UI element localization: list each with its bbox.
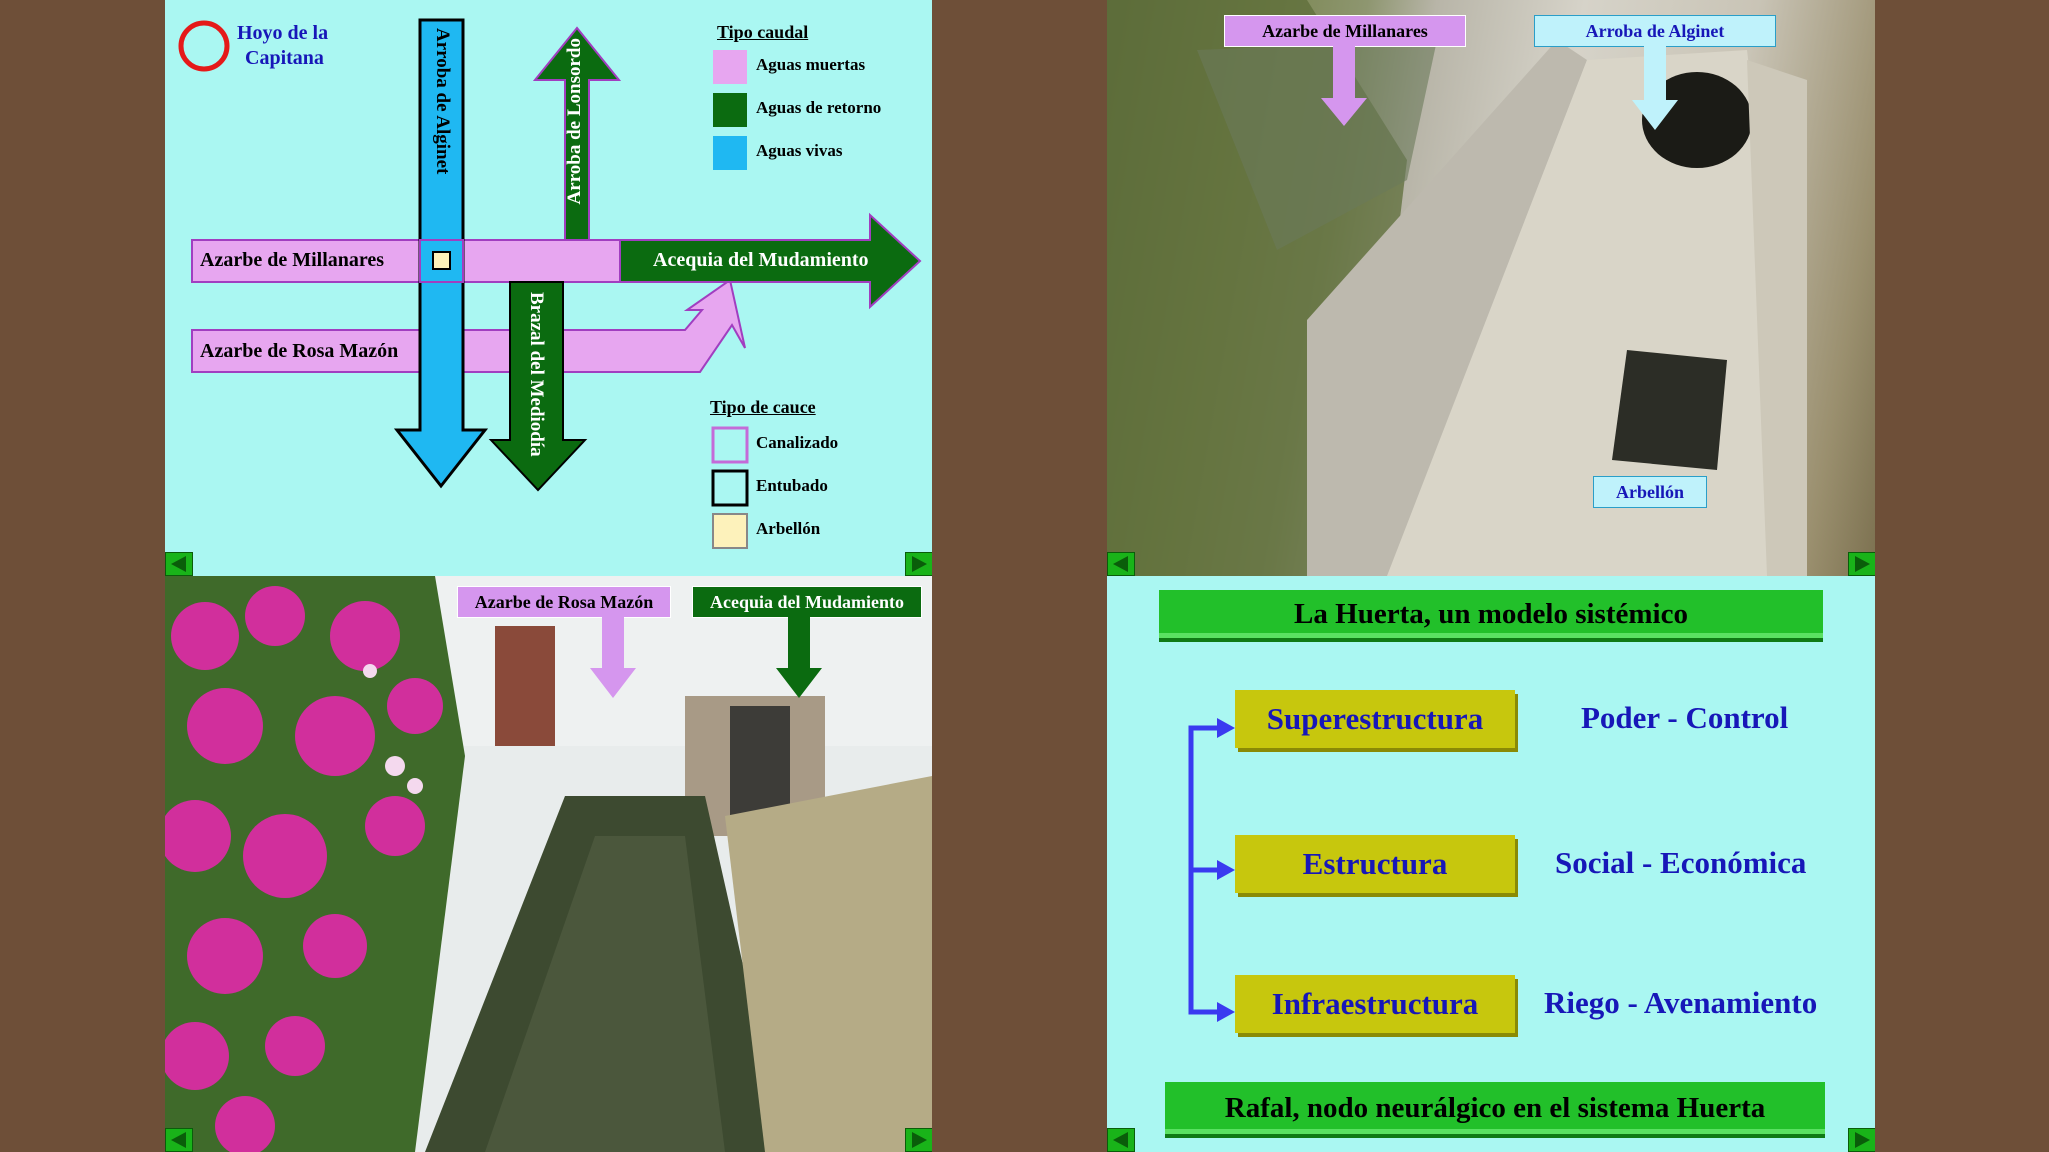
brazal-arrow bbox=[488, 281, 588, 492]
bracket-arrows bbox=[1188, 718, 1235, 1022]
next-arrow-icon bbox=[1855, 556, 1870, 572]
prev-arrow-icon bbox=[171, 556, 186, 572]
box-infraestructura: Infraestructura bbox=[1235, 975, 1515, 1033]
millanares-label: Azarbe de Millanares bbox=[200, 249, 385, 271]
prev-arrow-icon bbox=[171, 1132, 186, 1148]
brazal-label: Brazal del Mediodía bbox=[526, 292, 547, 457]
prev-button[interactable] bbox=[165, 552, 193, 576]
prev-arrow-icon bbox=[1113, 1132, 1128, 1148]
photo-1-image bbox=[1107, 0, 1807, 576]
legend-cauce-title: Tipo de cauce bbox=[710, 397, 816, 417]
box-estructura: Estructura bbox=[1235, 835, 1515, 893]
next-button[interactable] bbox=[905, 1128, 932, 1152]
prev-button[interactable] bbox=[1107, 552, 1135, 576]
acequia-arrow bbox=[619, 212, 922, 310]
label-poder-control: Poder - Control bbox=[1581, 700, 1789, 735]
prev-button[interactable] bbox=[1107, 1128, 1135, 1152]
next-arrow-icon bbox=[912, 556, 927, 572]
photo-panel-2: Azarbe de Rosa Mazón Acequia del Mudamie… bbox=[165, 576, 932, 1152]
photo1-label-millanares: Azarbe de Millanares bbox=[1224, 15, 1466, 47]
legend-item-vivas: Aguas vivas bbox=[756, 141, 843, 160]
legend-item-muertas: Aguas muertas bbox=[756, 55, 866, 74]
arrow-down-icon bbox=[590, 616, 636, 698]
photo1-label-alginet: Arroba de Alginet bbox=[1534, 15, 1776, 47]
photo2-label-rosa: Azarbe de Rosa Mazón bbox=[457, 586, 671, 618]
legend-caudal-title: Tipo caudal bbox=[717, 22, 809, 42]
systemic-title: La Huerta, un modelo sistémico bbox=[1159, 590, 1823, 638]
systemic-panel: La Huerta, un modelo sistémico Superestr… bbox=[1107, 576, 1875, 1152]
alginet-label: Arroba de Alginet bbox=[432, 28, 453, 175]
arrow-down-icon bbox=[1321, 46, 1367, 126]
next-button[interactable] bbox=[1848, 552, 1875, 576]
prev-arrow-icon bbox=[1113, 556, 1128, 572]
diagram-svg bbox=[178, 18, 922, 549]
legend-item-retorno: Aguas de retorno bbox=[756, 98, 882, 117]
next-arrow-icon bbox=[1855, 1132, 1870, 1148]
lonsordo-arrow bbox=[532, 26, 622, 241]
hoyo-label-2: Capitana bbox=[245, 47, 324, 69]
photo1-label-arbellon: Arbellón bbox=[1593, 476, 1707, 508]
rosa-label: Azarbe de Rosa Mazón bbox=[200, 340, 399, 362]
arrow-down-icon bbox=[1632, 46, 1678, 130]
acequia-label: Acequia del Mudamiento bbox=[653, 249, 869, 271]
photo2-label-acequia: Acequia del Mudamiento bbox=[692, 586, 922, 618]
lonsordo-label: Arroba de Lonsordo bbox=[564, 38, 585, 205]
circle-icon bbox=[178, 20, 230, 72]
arrow-down-icon bbox=[776, 616, 822, 698]
label-social-economica: Social - Económica bbox=[1555, 845, 1807, 880]
arbellon-marker bbox=[432, 251, 451, 270]
box-superestructura: Superestructura bbox=[1235, 690, 1515, 748]
legend-item-entubado: Entubado bbox=[756, 476, 828, 495]
legend-item-arbellon: Arbellón bbox=[756, 519, 821, 538]
next-arrow-icon bbox=[912, 1132, 927, 1148]
hoyo-label: Hoyo de la bbox=[237, 22, 329, 44]
systemic-footer: Rafal, nodo neurálgico en el sistema Hue… bbox=[1165, 1082, 1825, 1134]
prev-button[interactable] bbox=[165, 1128, 193, 1152]
photo-2-image bbox=[165, 576, 932, 1152]
diagram-panel: Hoyo de la Capitana Arroba de Alginet Ar… bbox=[165, 0, 932, 576]
label-riego-avenamiento: Riego - Avenamiento bbox=[1544, 985, 1818, 1020]
legend-item-canalizado: Canalizado bbox=[756, 433, 839, 452]
next-button[interactable] bbox=[1848, 1128, 1875, 1152]
photo-panel-1: Azarbe de Millanares Arroba de Alginet A… bbox=[1107, 0, 1875, 576]
next-button[interactable] bbox=[905, 552, 932, 576]
